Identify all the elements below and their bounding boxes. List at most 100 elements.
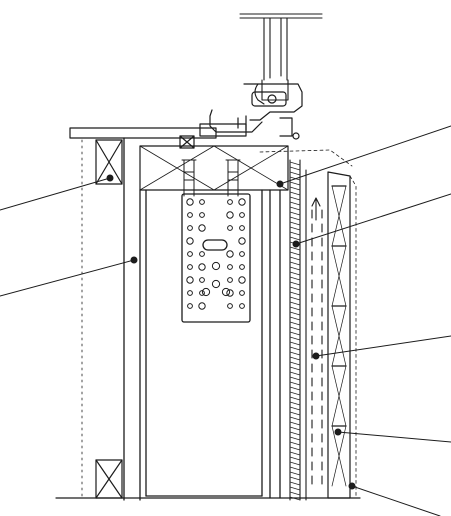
- plate-hole: [198, 263, 206, 271]
- seal-hatch-line: [289, 461, 301, 466]
- seal-hatch-line: [289, 421, 301, 426]
- seal-hatch-line: [289, 186, 301, 191]
- seal-hatch-line: [289, 481, 301, 486]
- callout-leader: [0, 177, 111, 211]
- seal-hatch-line: [289, 471, 301, 476]
- seal-hatch-line: [289, 231, 301, 236]
- plate-hole: [226, 289, 234, 297]
- callout-leader: [295, 193, 451, 245]
- plate-hole: [187, 212, 193, 218]
- callout-dot: [276, 180, 284, 188]
- seal-hatch-line: [289, 211, 301, 216]
- seal-hatch-line: [289, 386, 301, 391]
- ceiling-rail: [239, 13, 323, 105]
- seal-hatch-line: [289, 261, 301, 266]
- seal-hatch-line: [289, 291, 301, 296]
- outer-trim-profile: [327, 171, 357, 499]
- seal-hatch-line: [289, 276, 301, 281]
- seal-hatch-line: [289, 466, 301, 471]
- plate-hole: [187, 264, 193, 270]
- seal-hatch-line: [289, 436, 301, 441]
- plate-hole: [198, 224, 206, 232]
- steel-post-channel: [123, 137, 281, 501]
- plate-hole: [187, 251, 193, 257]
- plate-hole: [239, 212, 245, 218]
- seal-hatch-line: [289, 216, 301, 221]
- seal-hatch-line: [289, 266, 301, 271]
- seal-hatch-line: [289, 166, 301, 171]
- plate-hole: [187, 303, 193, 309]
- plate-hole: [227, 277, 233, 283]
- callout-leader: [351, 485, 441, 516]
- seal-hatch-line: [289, 401, 301, 406]
- plate-hole: [186, 276, 194, 284]
- seal-hatch-line: [289, 161, 301, 166]
- plate-hole: [239, 303, 245, 309]
- seal-hatch-line: [289, 396, 301, 401]
- seal-hatch-line: [289, 456, 301, 461]
- seal-hatch-line: [289, 281, 301, 286]
- seal-hatch-line: [289, 246, 301, 251]
- callout-leader: [0, 259, 135, 297]
- perforated-mounting-plate: [181, 193, 251, 323]
- hatched-seal-strip: [289, 159, 301, 501]
- plate-hole: [187, 290, 193, 296]
- seal-hatch-line: [289, 311, 301, 316]
- left-insulation-block: [81, 139, 123, 501]
- plate-hole: [186, 198, 194, 206]
- callout-dot: [348, 482, 356, 490]
- dashed-track-channel: [305, 169, 323, 501]
- seal-hatch-line: [289, 236, 301, 241]
- seal-hatch-line: [289, 296, 301, 301]
- seal-hatch-line: [289, 441, 301, 446]
- seal-hatch-line: [289, 191, 301, 196]
- seal-hatch-line: [289, 366, 301, 371]
- seal-hatch-line: [289, 221, 301, 226]
- plate-hole: [199, 251, 205, 257]
- callout-dot: [334, 428, 342, 436]
- seal-hatch-line: [289, 406, 301, 411]
- seal-hatch-line: [289, 361, 301, 366]
- plate-hole: [239, 290, 245, 296]
- plate-hole: [199, 212, 205, 218]
- plate-hole: [227, 264, 233, 270]
- seal-hatch-line: [289, 426, 301, 431]
- plate-hole: [226, 250, 234, 258]
- seal-hatch-line: [289, 411, 301, 416]
- seal-hatch-line: [289, 271, 301, 276]
- plate-hole: [186, 237, 194, 245]
- seal-hatch-line: [289, 391, 301, 396]
- seal-hatch-line: [289, 476, 301, 481]
- plate-hole: [199, 290, 205, 296]
- plate-hole: [211, 279, 221, 289]
- plate-hole: [239, 251, 245, 257]
- seal-hatch-line: [289, 371, 301, 376]
- callout-dot: [312, 352, 320, 360]
- plate-hole: [211, 261, 221, 271]
- plate-hole: [201, 287, 211, 297]
- seal-hatch-line: [289, 226, 301, 231]
- plate-hole: [238, 237, 246, 245]
- seal-hatch-line: [289, 376, 301, 381]
- seal-hatch-line: [289, 201, 301, 206]
- callout-dot: [130, 256, 138, 264]
- top-plate-header: [69, 127, 353, 191]
- callout-leaders: [0, 125, 451, 516]
- callout-dot: [106, 174, 114, 182]
- seal-hatch-line: [289, 336, 301, 341]
- seal-hatch-line: [289, 346, 301, 351]
- seal-hatch-line: [289, 326, 301, 331]
- seal-hatch-line: [289, 306, 301, 311]
- seal-hatch-line: [289, 486, 301, 491]
- seal-hatch-line: [289, 451, 301, 456]
- seal-hatch-line: [289, 301, 301, 306]
- plate-hole: [199, 277, 205, 283]
- seal-hatch-line: [289, 446, 301, 451]
- seal-hatch-line: [289, 206, 301, 211]
- seal-hatch-line: [289, 331, 301, 336]
- plate-hole: [227, 225, 233, 231]
- seal-hatch-line: [289, 316, 301, 321]
- seal-hatch-line: [289, 341, 301, 346]
